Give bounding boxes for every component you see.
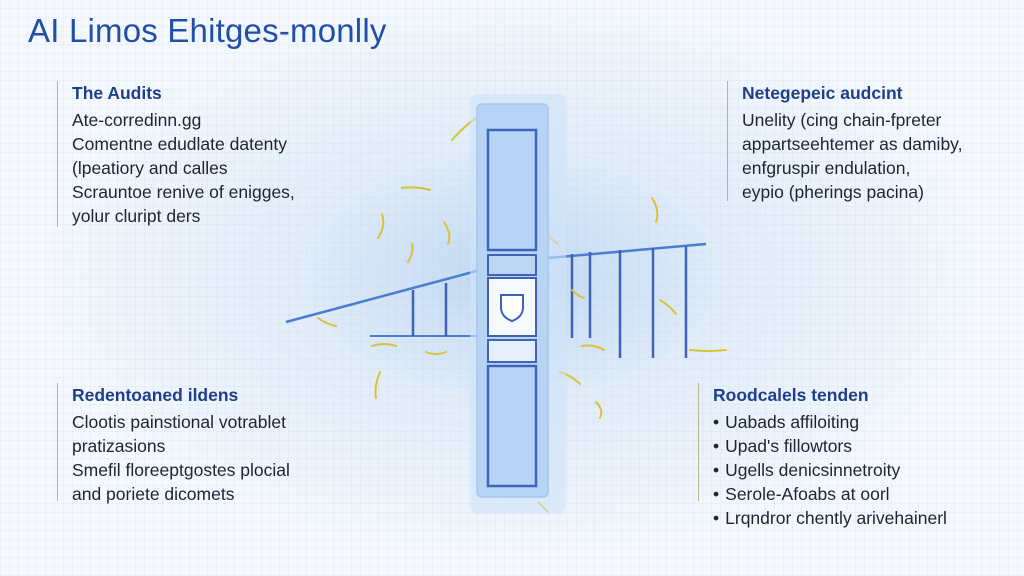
- panel-roodcalels-tenden: Roodcalels tenden Uabads affiloiting Upa…: [698, 383, 947, 528]
- panel-line: eypio (pherings pacina): [742, 182, 924, 202]
- bullet-item: Serole-Afoabs at oorl: [713, 482, 947, 506]
- panel-line: pratizasions: [72, 436, 166, 456]
- device-band: [487, 254, 537, 276]
- panel-line: Smefil floreeptgostes plocial: [72, 460, 290, 480]
- device-bottom-panel: [486, 364, 538, 488]
- panel-line: Clootis painstional votrablet: [72, 412, 287, 432]
- panel-line: and poriete dicomets: [72, 484, 235, 504]
- panel-heading: The Audits: [72, 83, 162, 103]
- right-rail-line: [547, 242, 707, 260]
- shield-icon: [500, 294, 524, 323]
- shield-tower-icon: [476, 103, 549, 498]
- panel-line: yolur cluript ders: [72, 206, 201, 226]
- device-top-panel: [486, 128, 538, 252]
- panel-line: Ate-corredinn.gg: [72, 110, 202, 130]
- panel-line: Unelity (cing chain-fpreter: [742, 110, 942, 130]
- panel-heading: Redentoaned ildens: [72, 385, 239, 405]
- panel-line: appartseehtemer as damiby,: [742, 134, 963, 154]
- panel-line: enfgruspir endulation,: [742, 158, 911, 178]
- panel-heading: Roodcalels tenden: [713, 385, 869, 405]
- panel-line: (lpeatiory and calles: [72, 158, 228, 178]
- device-slot: [487, 339, 537, 363]
- bullet-item: Uabads affiloiting: [713, 410, 947, 434]
- panel-line: Comentne edudlate datenty: [72, 134, 288, 154]
- panel-redentoaned-ildens: Redentoaned ildens Clootis painstional v…: [57, 383, 290, 504]
- bullet-item: Upad's fillowtors: [713, 434, 947, 458]
- left-rail-line: [285, 266, 489, 324]
- panel-line: Scrauntoe renive of enigges,: [72, 182, 295, 202]
- panel-the-audits: The Audits Ate-corredinn.gg Comentne edu…: [57, 81, 295, 227]
- panel-netegepeic-audcint: Netegepeic audcint Unelity (cing chain-f…: [727, 81, 963, 202]
- bullet-item: Lrqndror chently arivehainerl: [713, 506, 947, 530]
- bullet-item: Ugells denicsinnetroity: [713, 458, 947, 482]
- panel-heading: Netegepeic audcint: [742, 83, 903, 103]
- page-title: AI Limos Ehitges-monlly: [28, 12, 387, 49]
